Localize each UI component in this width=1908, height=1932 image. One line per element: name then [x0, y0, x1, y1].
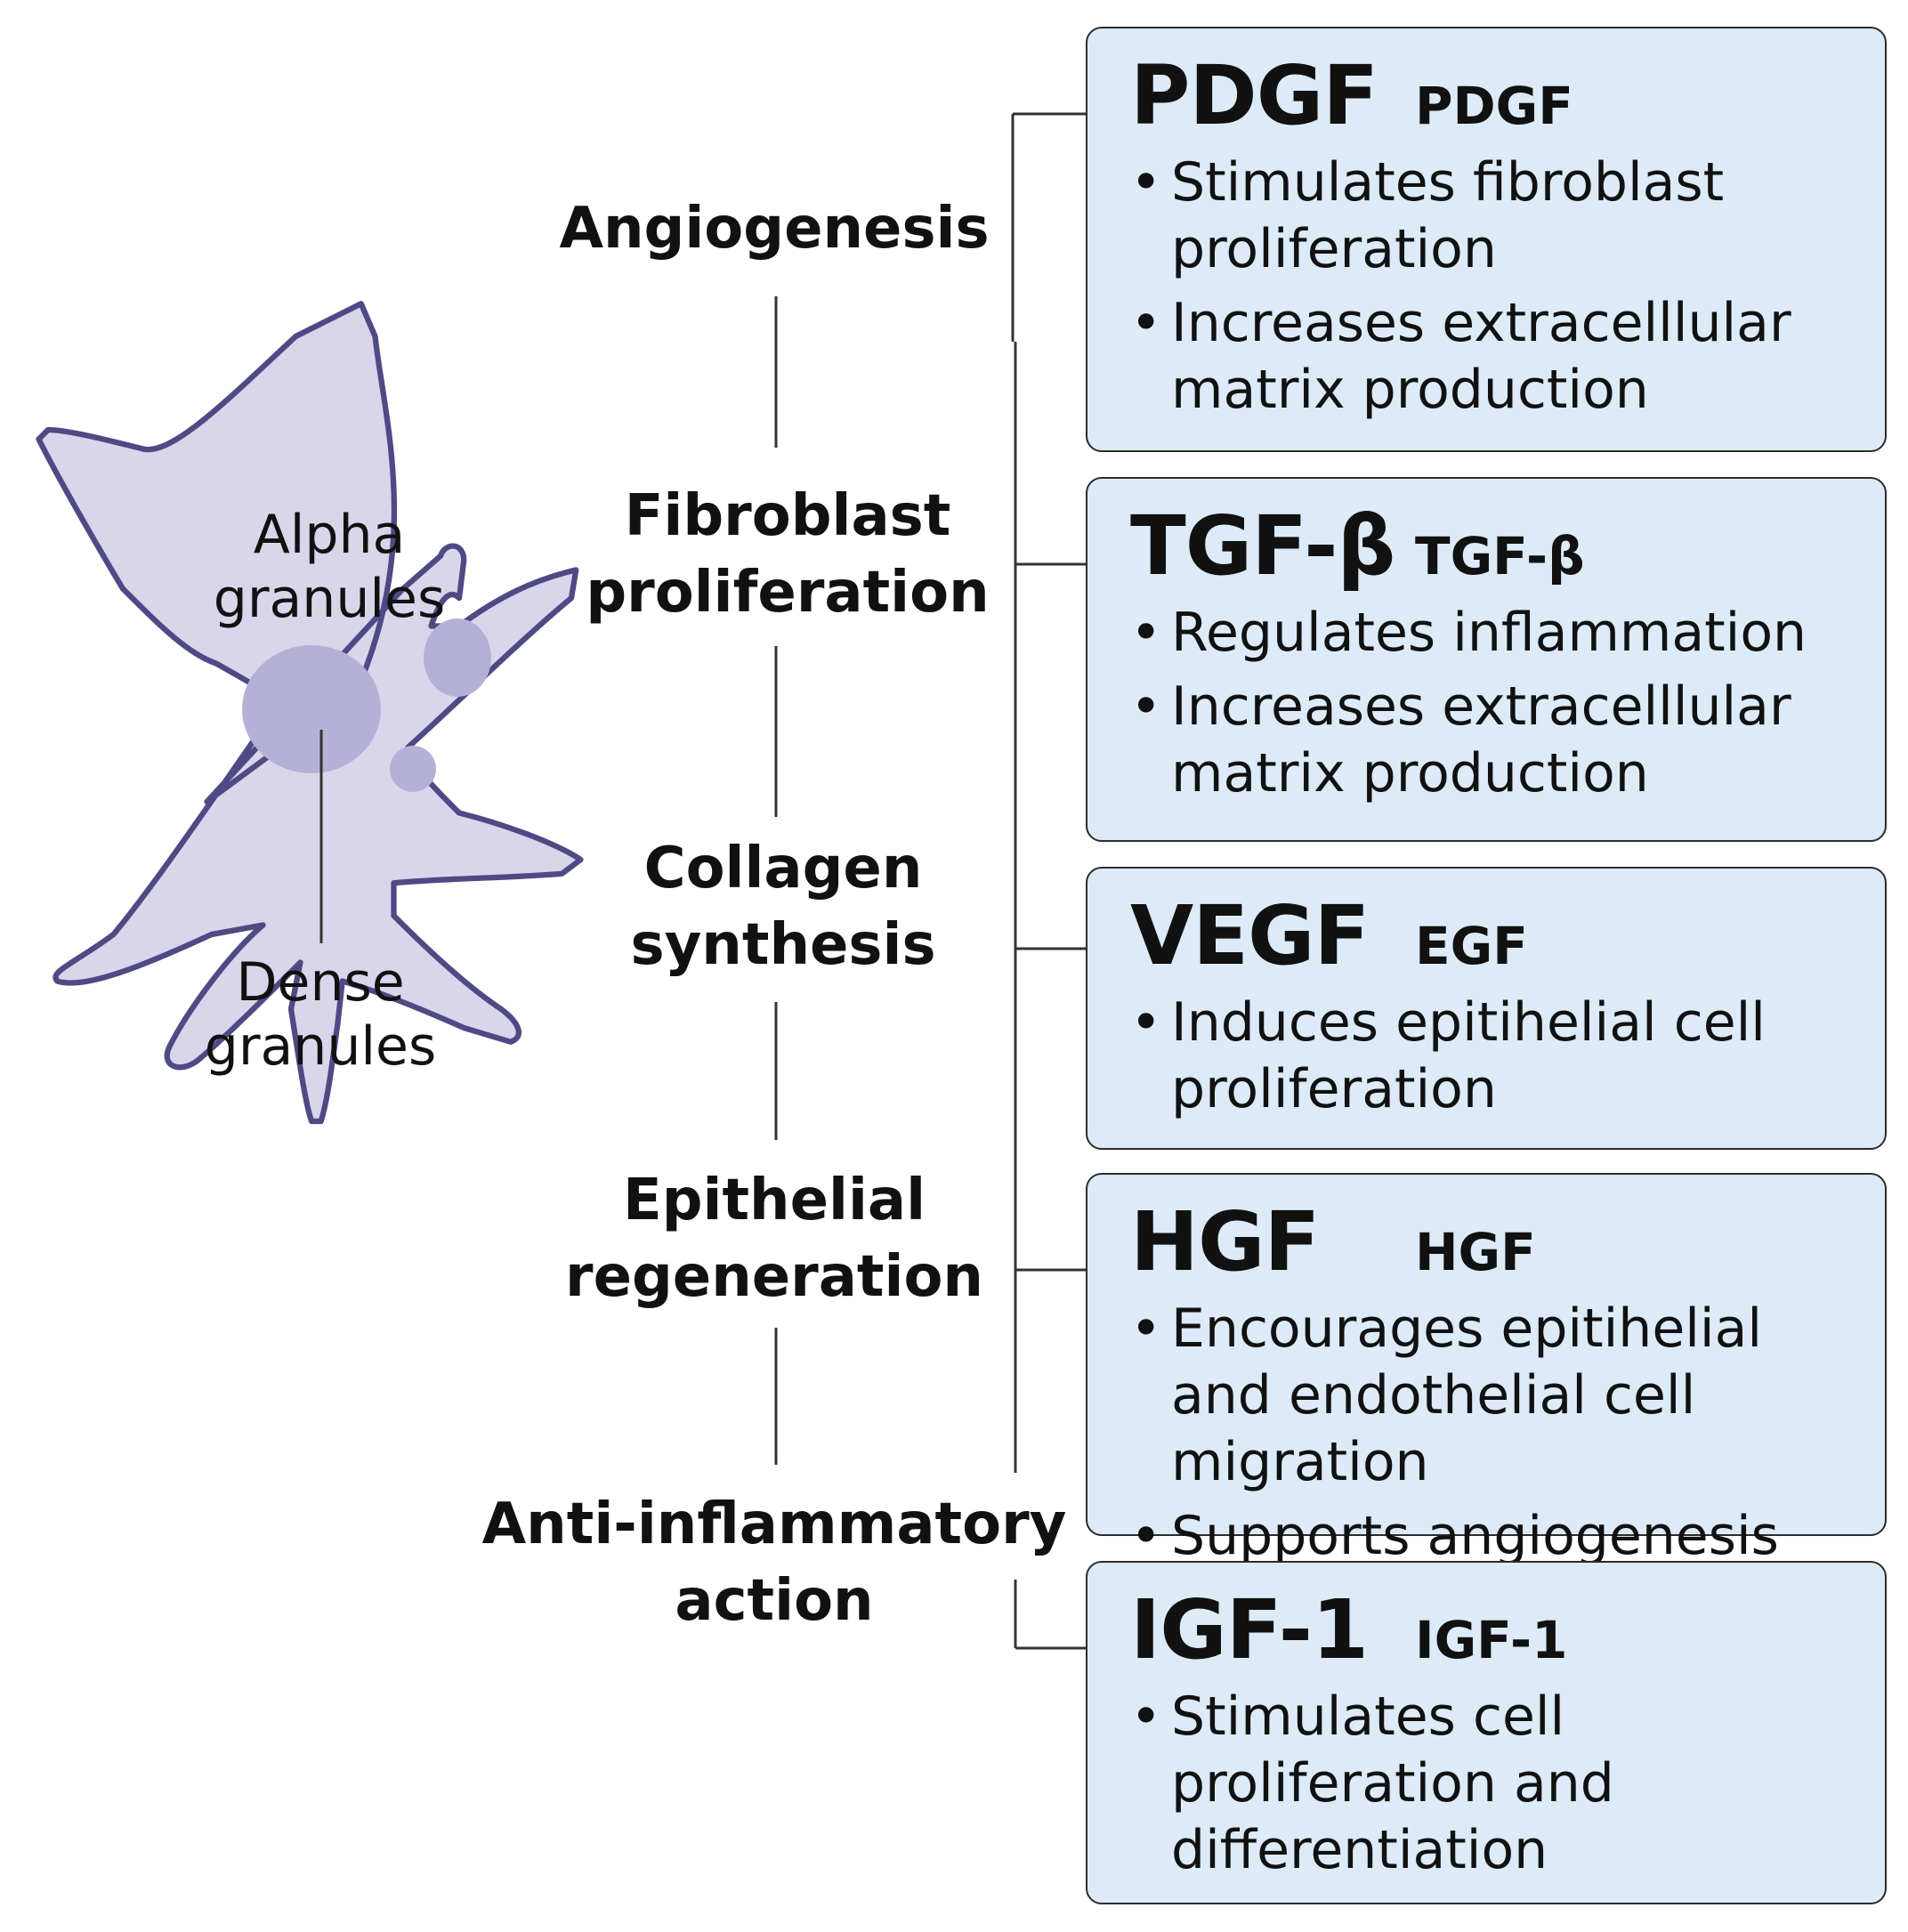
effect-item: Induces epitihelial cell proliferation [1130, 990, 1867, 1123]
growth-factor-effects: Regulates inflammation Increases extrace… [1130, 600, 1867, 807]
growth-factor-card-igf-1: IGF-1 IGF-1 Stimulates cell proliferatio… [1086, 1561, 1887, 1904]
growth-factor-card-tgf-beta: TGF-β TGF-β Regulates inflammation Incre… [1086, 477, 1887, 842]
growth-factor-effects: Stimulates cell proliferation and differ… [1130, 1684, 1867, 1884]
effect-item: Supports angiogenesis [1130, 1503, 1867, 1570]
effect-item: Increases extracelllular matrix producti… [1130, 674, 1867, 807]
growth-factor-card-vegf: VEGF EGF Induces epitihelial cell prolif… [1086, 867, 1887, 1150]
effect-item: Stimulates cell proliferation and differ… [1130, 1684, 1867, 1884]
growth-factor-abbrev: IGF-1 [1415, 1610, 1568, 1670]
process-anti-inflammatory-action: Anti-inflammatory action [481, 1491, 1067, 1634]
growth-factor-name: PDGF [1130, 48, 1378, 143]
growth-factor-card-pdgf: PDGF PDGF Stimulates fibroblast prolifer… [1086, 27, 1887, 452]
growth-factor-name: IGF-1 [1130, 1582, 1369, 1677]
growth-factor-abbrev: HGF [1415, 1222, 1536, 1282]
growth-factor-name: TGF-β [1130, 498, 1395, 594]
growth-factor-name: HGF [1130, 1194, 1320, 1289]
effect-item: Stimulates fibroblast proliferation [1130, 150, 1867, 283]
growth-factor-card-hgf: HGF HGF Encourages epitihelial and endot… [1086, 1173, 1887, 1570]
growth-factor-abbrev: PDGF [1415, 76, 1573, 136]
effect-item: Regulates inflammation [1130, 600, 1867, 667]
process-angiogenesis: Angiogenesis [559, 196, 990, 262]
process-fibroblast-proliferation: Fibroblast proliferation [586, 483, 990, 626]
growth-factor-effects: Stimulates fibroblast proliferation Incr… [1130, 150, 1867, 424]
process-epithelial-regeneration: Epithelial regeneration [565, 1168, 983, 1310]
growth-factor-abbrev: TGF-β [1415, 526, 1585, 586]
granule-small [390, 746, 436, 792]
growth-factor-effects: Induces epitihelial cell proliferation [1130, 990, 1867, 1123]
effect-item: Encourages epitihelial and endothelial c… [1130, 1296, 1867, 1496]
alpha-granules-label: Alpha granules [213, 504, 446, 630]
growth-factor-name: VEGF [1130, 888, 1370, 983]
dense-granule-large [242, 645, 381, 773]
granule-medium [424, 618, 491, 697]
process-collagen-synthesis: Collagen synthesis [630, 836, 936, 978]
effect-item: Increases extracelllular matrix producti… [1130, 290, 1867, 424]
dense-granules-label: Dense granules [204, 951, 437, 1078]
growth-factor-effects: Encourages epitihelial and endothelial c… [1130, 1296, 1867, 1570]
growth-factor-abbrev: EGF [1415, 916, 1528, 976]
